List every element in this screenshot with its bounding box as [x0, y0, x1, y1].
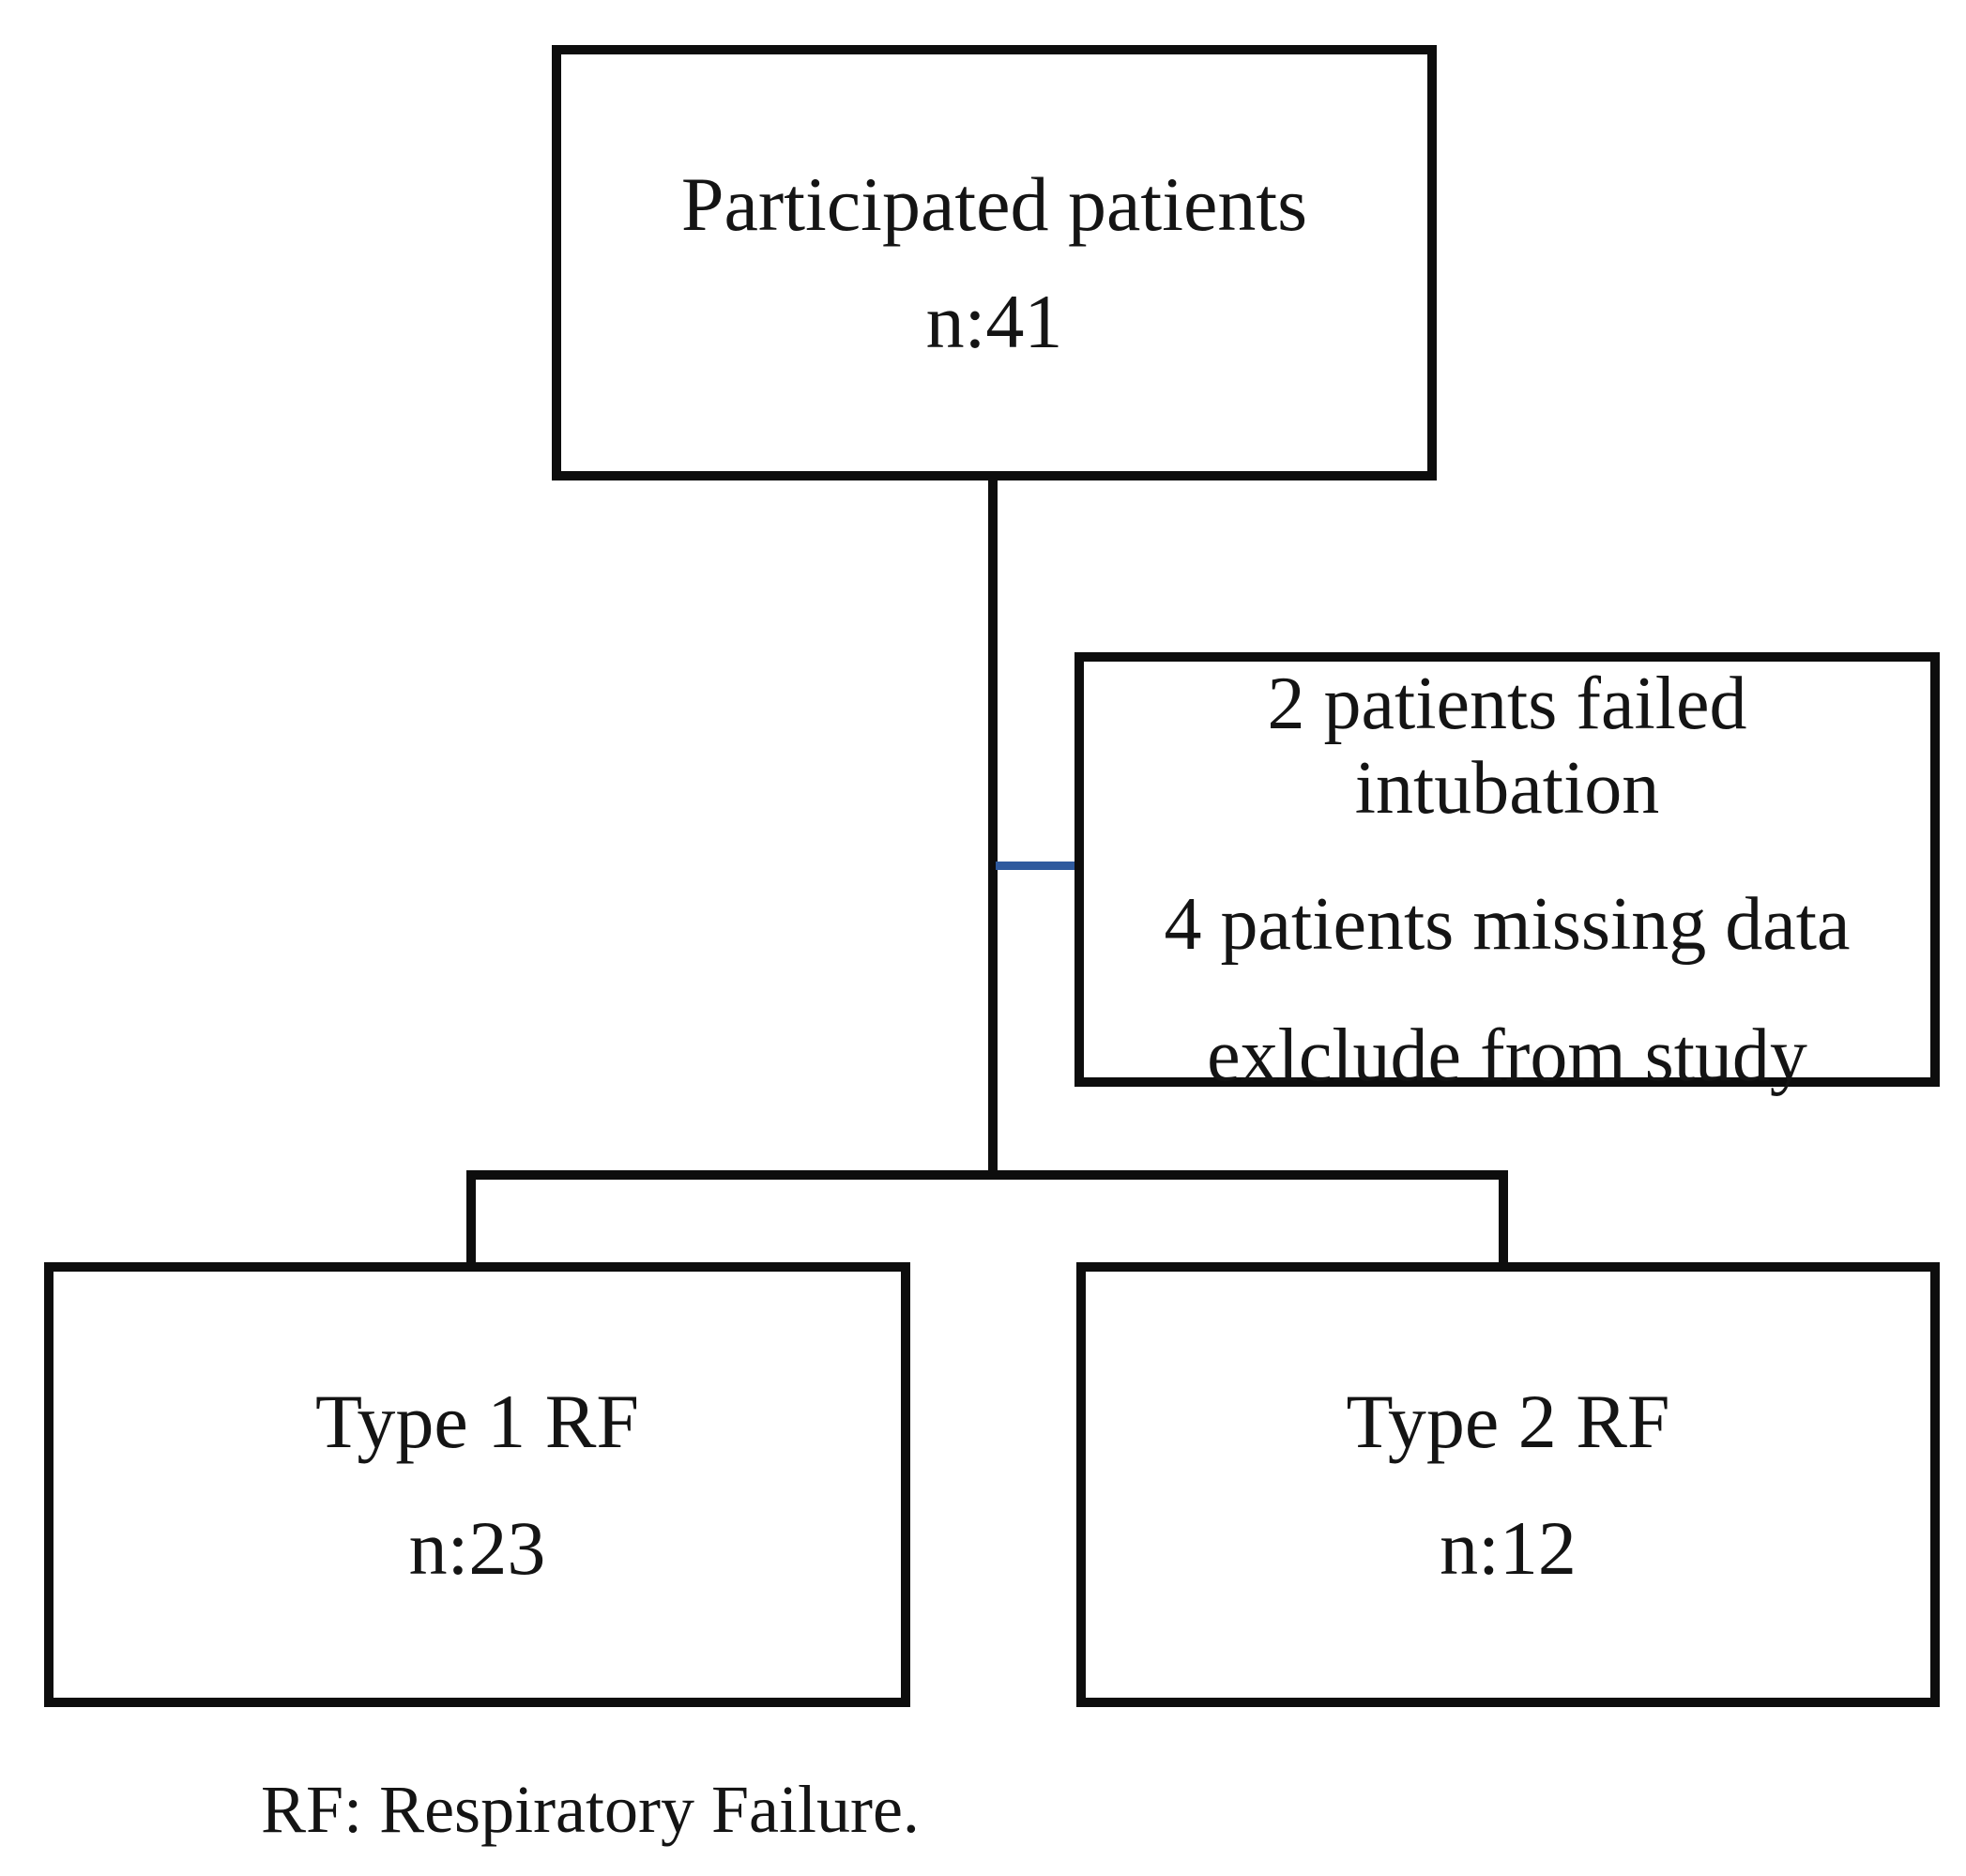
- branch-horizontal-line: [466, 1170, 1508, 1180]
- type2-rf-box: Type 2 RF n:12: [1076, 1262, 1940, 1707]
- excluded-line-3: 4 patients missing data: [1164, 883, 1851, 966]
- type1-rf-box: Type 1 RF n:23: [44, 1262, 910, 1707]
- participated-patients-title: Participated patients: [680, 161, 1308, 247]
- type1-rf-title: Type 1 RF: [314, 1379, 640, 1464]
- type1-rf-count: n:23: [408, 1505, 546, 1591]
- type1-branch-stub-line: [466, 1175, 476, 1269]
- type2-rf-count: n:12: [1440, 1505, 1577, 1591]
- excluded-patients-box: 2 patients failed intubation 4 patients …: [1074, 652, 1940, 1097]
- participated-patients-box: Participated patients n:41: [552, 45, 1437, 480]
- excluded-line-1: 2 patients failed: [1267, 663, 1747, 745]
- abbreviation-footnote: RF: Respiratory Failure.: [261, 1772, 920, 1847]
- type2-rf-title: Type 2 RF: [1346, 1379, 1670, 1464]
- excluded-line-2: intubation: [1354, 747, 1660, 830]
- excluded-line-4: exlclude from study: [1207, 1014, 1807, 1097]
- participated-patients-count: n:41: [925, 279, 1063, 364]
- exclusion-connector-line: [996, 862, 1076, 870]
- main-vertical-connector-line: [988, 479, 998, 1180]
- type2-branch-stub-line: [1499, 1175, 1508, 1269]
